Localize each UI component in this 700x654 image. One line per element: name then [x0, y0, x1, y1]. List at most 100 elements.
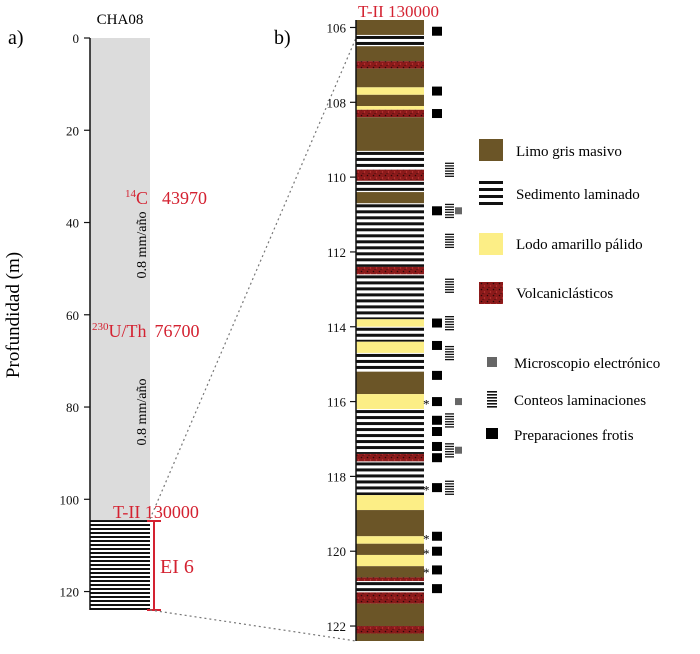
- panel-b: b) T-II 130000 1061081101121141161181201…: [274, 2, 462, 641]
- legend-marker-frotis: [486, 428, 498, 439]
- marker-frotis: [432, 427, 442, 437]
- layer-limo: [356, 371, 424, 395]
- legend-swatch-limo: [479, 139, 503, 161]
- marker-conteos: [445, 233, 454, 249]
- layer-limo: [356, 603, 424, 627]
- marker-conteos: [445, 278, 454, 293]
- tick-label-b: 108: [327, 95, 347, 110]
- layer-amarillo: [356, 87, 424, 95]
- layer-laminado: [356, 409, 424, 454]
- marker-conteos: [445, 345, 454, 361]
- legend-label-conteos: Conteos laminaciones: [514, 393, 646, 409]
- tick-label-b: 118: [327, 469, 346, 484]
- layer-amarillo: [356, 341, 424, 353]
- layer-volcan: [356, 592, 424, 604]
- layer-volcan: [356, 626, 424, 634]
- tick-label-b: 120: [327, 544, 347, 559]
- tick-label-b: 110: [327, 170, 346, 185]
- marker-frotis: [432, 483, 442, 493]
- marker-conteos: [445, 443, 454, 458]
- tick-label-a: 40: [66, 216, 79, 231]
- zoom-connector-top: [149, 37, 357, 520]
- tick-label-a: 0: [73, 31, 80, 46]
- panel-a: a) CHA08 Profundidad (m) 020406080100120…: [3, 12, 207, 611]
- marker-frotis: [432, 584, 442, 594]
- panel-b-title: T-II 130000: [358, 2, 439, 21]
- layer-amarillo: [356, 319, 424, 327]
- marker-frotis: [432, 415, 442, 425]
- layer-laminado: [356, 461, 424, 496]
- marker-star: *: [423, 397, 430, 412]
- date-14c-sup: 14: [125, 188, 137, 200]
- core-laminated-interval: [90, 520, 150, 610]
- panel-a-label: a): [8, 27, 24, 49]
- layer-limo: [356, 543, 424, 555]
- interval-label: EI 6: [160, 556, 194, 578]
- legend: Limo gris masivo Sedimento laminado Lodo…: [479, 139, 660, 444]
- layer-amarillo: [356, 394, 424, 410]
- marker-conteos: [445, 316, 454, 331]
- marker-frotis: [432, 318, 442, 328]
- tick-label-b: 112: [327, 245, 346, 260]
- layer-volcan: [356, 109, 424, 118]
- marker-conteos: [445, 162, 454, 177]
- date-14c-value: 43970: [162, 188, 207, 208]
- marker-star: *: [423, 565, 430, 580]
- marker-microscopio: [455, 207, 462, 215]
- date-tii-value: 130000: [145, 502, 199, 522]
- tick-label-a: 60: [66, 308, 79, 323]
- layer-limo: [356, 566, 424, 578]
- date-uth-iso: U/Th: [109, 321, 147, 341]
- layer-laminado: [356, 326, 424, 342]
- legend-label-frotis: Preparaciones frotis: [514, 428, 634, 444]
- detail-core-layers: [356, 20, 424, 641]
- marker-microscopio: [455, 398, 462, 406]
- layer-amarillo: [356, 495, 424, 511]
- tick-label-b: 116: [327, 395, 347, 410]
- layer-volcan: [356, 61, 424, 69]
- zoom-connector-bottom: [149, 609, 357, 642]
- core-name: CHA08: [97, 12, 144, 28]
- depth-axis-label: Profundidad (m): [3, 252, 24, 378]
- layer-laminado: [356, 274, 424, 320]
- marker-conteos: [445, 413, 454, 428]
- layer-laminado: [356, 581, 424, 593]
- marker-frotis: [432, 109, 442, 119]
- layer-amarillo: [356, 536, 424, 544]
- layer-limo: [356, 94, 424, 107]
- core-column-gray: [90, 38, 150, 521]
- marker-conteos: [445, 480, 454, 495]
- layer-limo: [356, 46, 424, 62]
- legend-marker-microscopio: [487, 357, 497, 367]
- date-14c-iso: C: [136, 188, 148, 208]
- layer-limo: [356, 20, 424, 35]
- layer-volcan: [356, 453, 424, 462]
- marker-star: *: [423, 483, 430, 498]
- layer-limo: [356, 117, 424, 151]
- layer-volcan: [356, 266, 424, 275]
- legend-label-limo: Limo gris masivo: [516, 144, 622, 160]
- marker-frotis: [432, 206, 442, 216]
- legend-label-microscopio: Microscopio electrónico: [514, 356, 660, 372]
- marker-frotis: [432, 26, 442, 36]
- layer-laminado: [356, 203, 424, 267]
- layer-limo: [356, 510, 424, 537]
- tick-label-b: 122: [327, 619, 347, 634]
- rate-label-2: 0.8 mm/año: [135, 379, 150, 446]
- tick-label-b: 106: [327, 20, 347, 35]
- tick-label-a: 80: [66, 400, 79, 415]
- layer-volcan: [356, 169, 424, 181]
- legend-swatch-volcan: [479, 282, 503, 304]
- marker-frotis: [432, 546, 442, 556]
- marker-star: *: [423, 546, 430, 561]
- tick-label-b: 114: [327, 320, 347, 335]
- layer-limo: [356, 192, 424, 204]
- tick-label-a: 120: [60, 585, 80, 600]
- marker-frotis: [432, 340, 442, 350]
- marker-frotis: [432, 453, 442, 463]
- date-14c: 14C 43970: [125, 188, 207, 208]
- legend-label-volcan: Volcaniclásticos: [516, 286, 613, 302]
- date-tii: T-II 130000: [113, 502, 199, 522]
